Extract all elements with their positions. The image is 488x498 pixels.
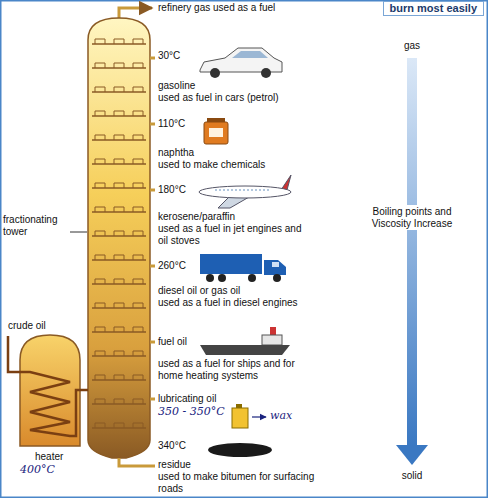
product-name: fuel oil xyxy=(158,336,187,348)
handwritten-note: wax xyxy=(270,410,292,423)
temperature: 180°C xyxy=(158,184,186,196)
product-use: used as fuel in cars (petrol) xyxy=(158,92,308,104)
tower-trays xyxy=(92,39,146,428)
scale-end: gas xyxy=(382,40,442,52)
temperature: 260°C xyxy=(158,260,186,272)
heater-vessel xyxy=(20,335,80,446)
note-box: burn most easily xyxy=(383,1,484,16)
product-use: used to make chemicals xyxy=(158,159,308,171)
note-text: burn most easily xyxy=(390,2,477,15)
product-use: used to make bitumen for surfacing roads xyxy=(158,471,328,494)
product-name: diesel oil or gas oil xyxy=(158,285,240,297)
temperature: 30°C xyxy=(158,50,180,62)
oil-can-icon xyxy=(232,404,248,428)
wax-arrow xyxy=(252,416,266,417)
product-use: used as a fuel in diesel engines xyxy=(158,297,308,309)
product-use: used as a fuel for ships and for home he… xyxy=(158,358,308,381)
product-name: residue xyxy=(158,459,191,471)
product-name: lubricating oil xyxy=(158,393,216,405)
car-icon xyxy=(200,48,282,78)
heating-coil xyxy=(8,336,88,436)
product-name: gasoline xyxy=(158,80,195,92)
outlet-pipes xyxy=(119,58,155,466)
bitumen-icon xyxy=(208,443,272,457)
part-label: crude oil xyxy=(8,320,46,332)
part-label: fractionating tower xyxy=(3,214,69,237)
fractionating-tower xyxy=(88,18,150,458)
truck-icon xyxy=(200,254,286,282)
handwritten-note: 400°C xyxy=(20,464,55,477)
temperature: 110°C xyxy=(158,118,185,130)
handwritten-note: 350 - 350°C xyxy=(158,406,225,419)
product-name: naphtha xyxy=(158,147,194,159)
chemical-bottle-icon xyxy=(204,118,228,144)
gas-pipe xyxy=(119,8,152,18)
trend-label: Boiling points and Viscosity Increase xyxy=(360,205,464,230)
product-name: kerosene/paraffin xyxy=(158,211,235,223)
product-use: used as a fuel in jet engines and oil st… xyxy=(158,223,308,246)
trend-arrow xyxy=(396,58,428,465)
temperature: 340°C xyxy=(158,440,186,452)
product-name: refinery gas used as a fuel xyxy=(158,2,308,14)
ship-icon xyxy=(200,327,290,355)
leader-line xyxy=(70,232,87,233)
part-label: heater xyxy=(35,451,63,463)
scale-end: solid xyxy=(382,470,442,482)
jet-plane-icon xyxy=(199,175,291,208)
